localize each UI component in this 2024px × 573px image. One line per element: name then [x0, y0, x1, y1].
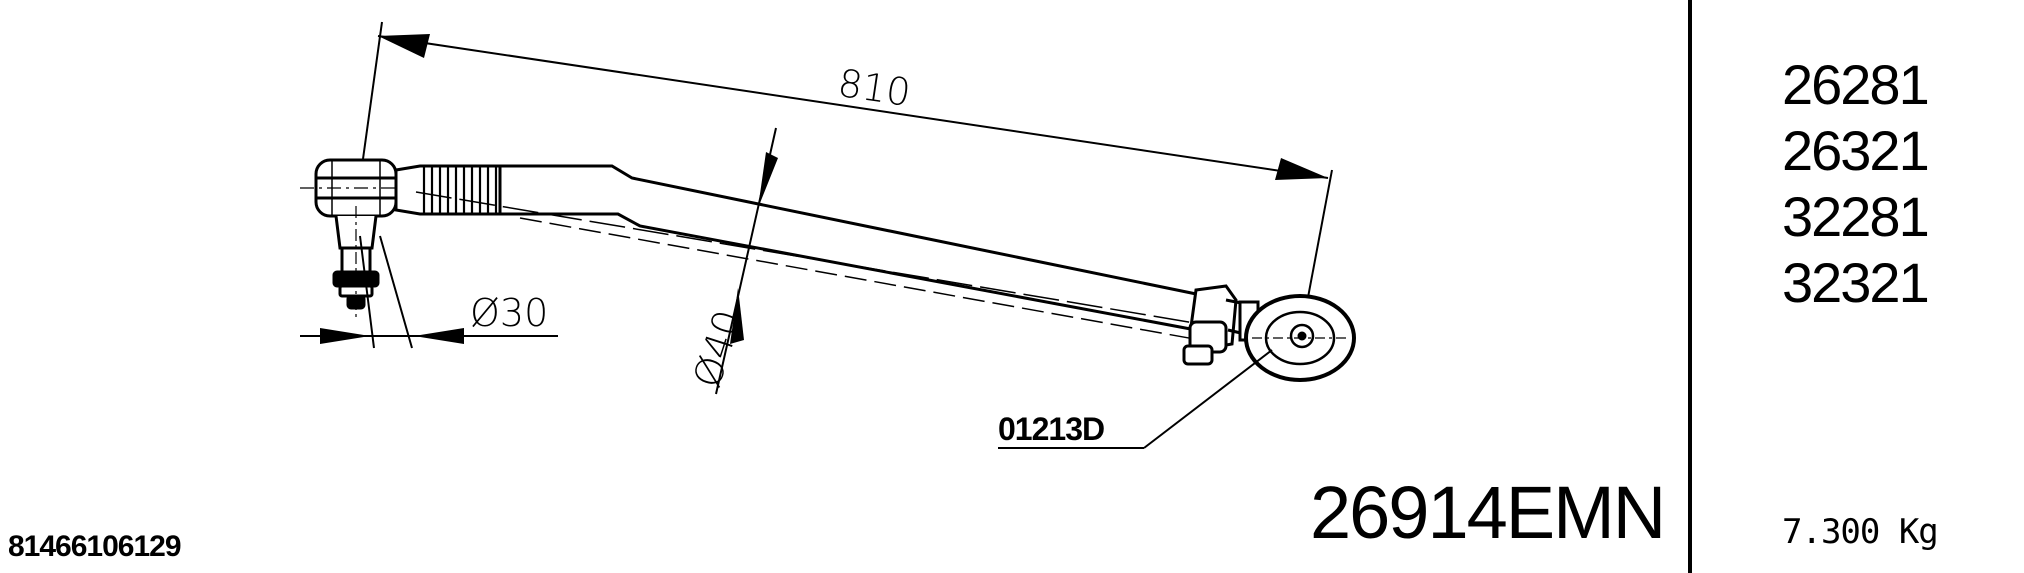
length-dimension [357, 21, 1333, 309]
left-ball-joint [300, 158, 412, 320]
cross-reference-item: 26321 [1782, 119, 1930, 182]
cross-reference-item: 32281 [1782, 185, 1930, 248]
cross-reference-item: 32321 [1782, 251, 1930, 314]
cross-reference-list: 26281 26321 32281 32321 [1782, 52, 1930, 316]
part-number: 26914EMN [1310, 471, 1666, 554]
component-leader [998, 349, 1273, 449]
length-dimension-text: 810 [835, 61, 913, 115]
component-label: 01213D [998, 411, 1104, 447]
dia-30-dimension [300, 235, 558, 349]
main-rod [415, 164, 1261, 341]
threaded-section [394, 164, 502, 216]
right-eye-end [1244, 294, 1356, 382]
dia-40-text: Ø40 [685, 305, 751, 393]
reference-number: 81466106129 [8, 530, 182, 563]
weight-value: 7.300 Kg [1782, 512, 1939, 552]
dia-40-dimension [715, 127, 778, 395]
dia-30-text: Ø30 [470, 291, 548, 335]
cross-reference-item: 26281 [1782, 53, 1930, 116]
